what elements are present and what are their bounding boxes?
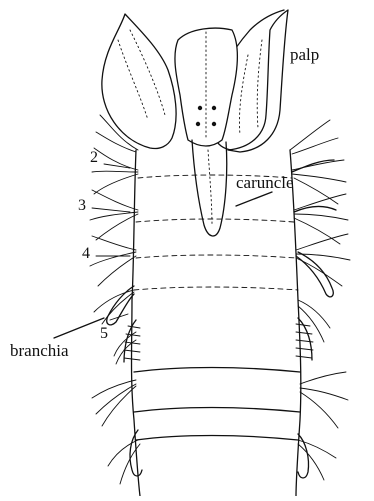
branchia-leader-line (54, 318, 104, 338)
branchial-combs (124, 318, 313, 362)
segment-boundaries (134, 175, 300, 440)
left-palp (102, 14, 176, 149)
palp-label: palp (290, 46, 319, 63)
caruncle-structure (192, 140, 227, 236)
body-outline (132, 150, 301, 496)
segment-number-3: 3 (78, 198, 86, 214)
caruncle-leader-line (236, 192, 272, 206)
segment-5-leader (110, 314, 128, 320)
prostomium (175, 28, 237, 146)
branchia-label: branchia (10, 342, 69, 359)
segment-3-leader (92, 208, 130, 212)
caruncle-label: caruncle (236, 174, 294, 191)
segment-number-2: 2 (90, 150, 98, 166)
segment-number-5: 5 (100, 326, 108, 342)
segment-number-4: 4 (82, 246, 90, 262)
